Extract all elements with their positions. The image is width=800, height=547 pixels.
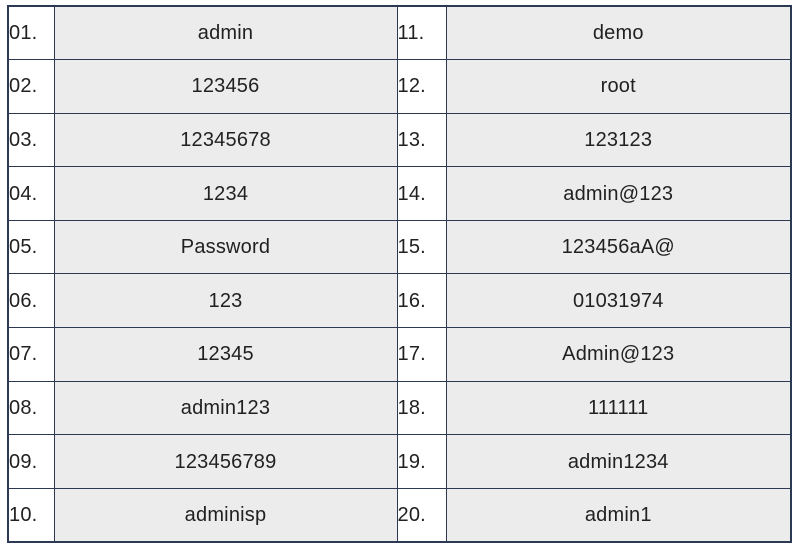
row-index-left: 06. <box>7 273 55 329</box>
row-value-left: 12345 <box>53 327 398 382</box>
table-row: 02. 123456 12. root <box>7 59 792 114</box>
row-value-left: admin <box>53 5 398 61</box>
row-index-right: 16. <box>396 273 447 329</box>
row-index-left: 07. <box>7 327 55 382</box>
table-row: 07. 12345 17. Admin@123 <box>7 327 792 382</box>
row-index-left: 05. <box>7 219 55 275</box>
table-body: 01. admin 11. demo 02. 123456 12. root 0… <box>7 5 792 543</box>
row-index-left: 04. <box>7 166 55 221</box>
row-index-left: 10. <box>7 487 55 543</box>
row-index-right: 15. <box>396 219 447 275</box>
row-index-right: 17. <box>396 327 447 382</box>
row-value-right: Admin@123 <box>445 327 792 382</box>
row-value-right: admin1 <box>445 487 792 543</box>
row-value-left: admin123 <box>53 380 398 436</box>
row-value-left: Password <box>53 219 398 275</box>
row-index-right: 18. <box>396 380 447 436</box>
row-index-left: 09. <box>7 434 55 489</box>
row-value-right: 123123 <box>445 112 792 168</box>
row-value-left: 1234 <box>53 166 398 221</box>
row-index-right: 12. <box>396 59 447 114</box>
table-row: 08. admin123 18. 111111 <box>7 380 792 436</box>
row-index-left: 02. <box>7 59 55 114</box>
row-index-right: 11. <box>396 5 447 61</box>
table-row: 06. 123 16. 01031974 <box>7 273 792 329</box>
row-value-left: 12345678 <box>53 112 398 168</box>
table-row: 04. 1234 14. admin@123 <box>7 166 792 221</box>
row-index-left: 08. <box>7 380 55 436</box>
table-row: 03. 12345678 13. 123123 <box>7 112 792 168</box>
row-value-right: 01031974 <box>445 273 792 329</box>
row-value-left: 123 <box>53 273 398 329</box>
row-value-right: admin@123 <box>445 166 792 221</box>
row-value-right: admin1234 <box>445 434 792 489</box>
table-row: 01. admin 11. demo <box>7 5 792 61</box>
row-index-right: 20. <box>396 487 447 543</box>
row-index-right: 13. <box>396 112 447 168</box>
password-list-table: 01. admin 11. demo 02. 123456 12. root 0… <box>7 5 792 543</box>
row-value-right: 111111 <box>445 380 792 436</box>
row-value-left: 123456 <box>53 59 398 114</box>
row-value-right: 123456aA@ <box>445 219 792 275</box>
row-value-left: adminisp <box>53 487 398 543</box>
row-index-right: 14. <box>396 166 447 221</box>
table-row: 09. 123456789 19. admin1234 <box>7 434 792 489</box>
row-index-left: 01. <box>7 5 55 61</box>
row-value-right: demo <box>445 5 792 61</box>
table-row: 05. Password 15. 123456aA@ <box>7 219 792 275</box>
row-value-right: root <box>445 59 792 114</box>
row-index-left: 03. <box>7 112 55 168</box>
row-index-right: 19. <box>396 434 447 489</box>
password-list-table-container: 01. admin 11. demo 02. 123456 12. root 0… <box>7 5 792 543</box>
row-value-left: 123456789 <box>53 434 398 489</box>
table-row: 10. adminisp 20. admin1 <box>7 487 792 543</box>
